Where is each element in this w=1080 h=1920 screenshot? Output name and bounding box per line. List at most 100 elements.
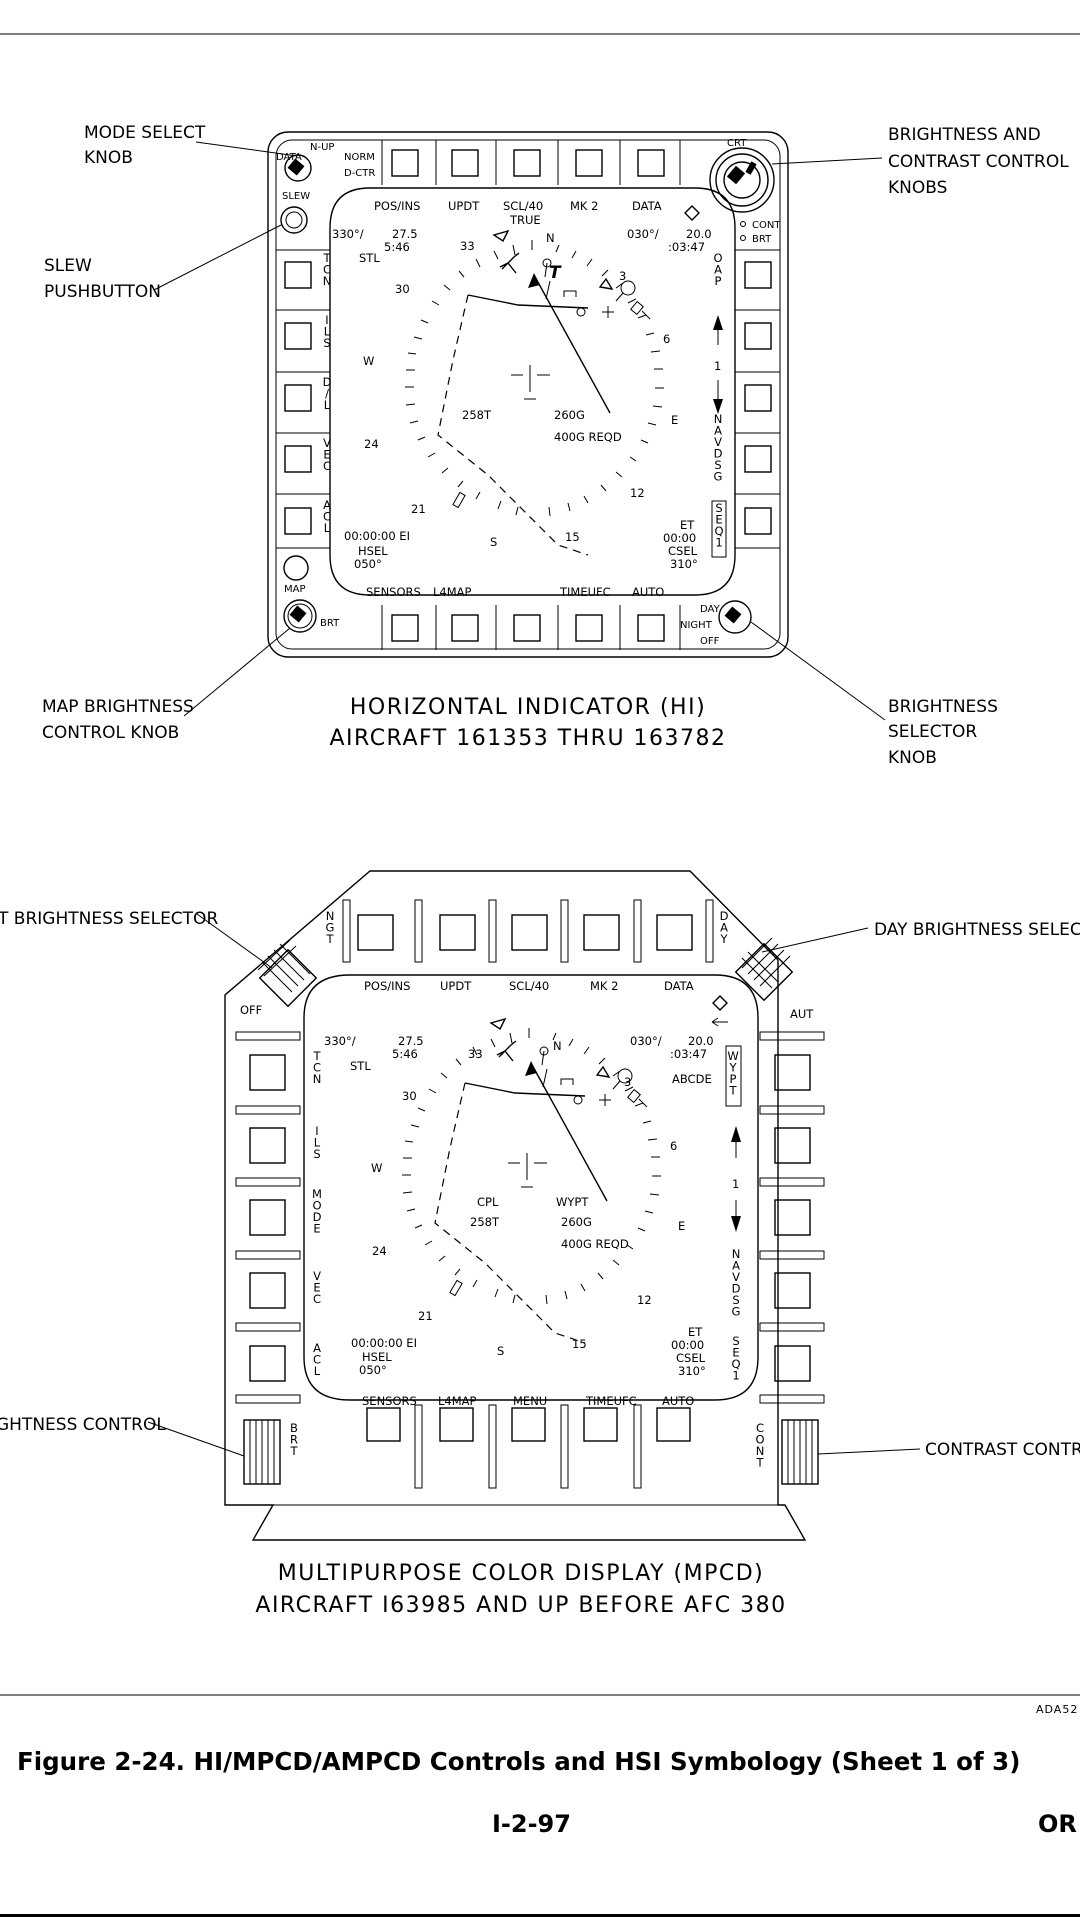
bottom-rule — [0, 1914, 1080, 1917]
mpcd-hsi-n: N — [553, 1039, 562, 1053]
hi-osb-1[interactable] — [391, 149, 419, 177]
mpcd-osb-l1[interactable] — [249, 1054, 286, 1091]
mpcd-osb-l2[interactable] — [249, 1127, 286, 1164]
hi-title-line2: AIRCRAFT 161353 THRU 163782 — [329, 726, 726, 751]
hi-hsi-time-left: 5:46 — [384, 240, 410, 254]
hi-hsi-heading: 258T — [462, 408, 492, 422]
hi-map-brightness-knob[interactable] — [283, 599, 317, 633]
mpcd-hsi-csel: CSEL — [676, 1351, 706, 1365]
mpcd-osb-5[interactable] — [656, 914, 693, 951]
hi-osb-l4[interactable] — [284, 445, 312, 473]
hi-hsi-6: 6 — [663, 332, 670, 346]
mpcd-hsi-brg-right: 030°/ — [630, 1034, 662, 1048]
hi-osb-r3[interactable] — [744, 384, 772, 412]
hi-osb-4[interactable] — [575, 149, 603, 177]
hi-callout-slew-2: PUSHBUTTON — [44, 282, 161, 302]
mpcd-osb-l5[interactable] — [249, 1345, 286, 1382]
hi-osb-19[interactable] — [575, 614, 603, 642]
mpcd-osb-r3[interactable] — [774, 1199, 811, 1236]
hi-osb-r5[interactable] — [744, 507, 772, 535]
hi-bezel-cont: CONT — [752, 220, 781, 231]
mpcd-contrast-control[interactable] — [781, 1419, 819, 1485]
hi-osb-17[interactable] — [451, 614, 479, 642]
mpcd-hsi-hsel: HSEL — [362, 1350, 392, 1364]
mpcd-brightness-control[interactable] — [243, 1419, 281, 1485]
hi-mode-select-knob[interactable] — [284, 154, 312, 182]
mpcd-osb-r1[interactable] — [774, 1054, 811, 1091]
hi-osb-l1[interactable] — [284, 261, 312, 289]
mpcd-callout-contrast-ctrl: CONTRAST CONTRO — [925, 1440, 1080, 1460]
mpcd-osb-4[interactable] — [583, 914, 620, 951]
mpcd-title-line2: AIRCRAFT I63985 AND UP BEFORE AFC 380 — [255, 1593, 786, 1618]
hi-slew-pushbutton[interactable] — [280, 206, 308, 234]
mpcd-osb-l3[interactable] — [249, 1199, 286, 1236]
hi-hsi-3: 3 — [619, 269, 626, 283]
mpcd-callout-night-sel: T BRIGHTNESS SELECTOR — [0, 909, 218, 929]
hi-hsi-21: 21 — [411, 502, 426, 516]
hi-callout-bright-sel-3: KNOB — [888, 748, 937, 768]
hi-callout-mode-select: MODE SELECT — [84, 123, 206, 143]
mpcd-osb-r5[interactable] — [774, 1345, 811, 1382]
hi-title-line1: HORIZONTAL INDICATOR (HI) — [350, 695, 706, 720]
mpcd-hsi-w: W — [371, 1161, 382, 1175]
hi-right-buttons — [735, 249, 780, 549]
mpcd-hsi-et: ET — [688, 1325, 703, 1339]
hi-osb-l3[interactable] — [284, 384, 312, 412]
hi-osb-r1[interactable] — [744, 261, 772, 289]
hi-bezel-map-brt: BRT — [320, 618, 340, 629]
hi-osb-l5[interactable] — [284, 507, 312, 535]
hi-hsi-elapsed: 00:00:00 EI — [344, 529, 410, 543]
mpcd-hsi-dist-left: 27.5 — [398, 1034, 424, 1048]
hi-osb-3[interactable] — [513, 149, 541, 177]
mpcd-osb-16[interactable] — [366, 1407, 401, 1442]
mpcd-hsi-15: 15 — [572, 1337, 587, 1351]
hi-hsi-33: 33 — [460, 239, 475, 253]
hi-osb-2[interactable] — [451, 149, 479, 177]
mpcd-osb-r2[interactable] — [774, 1127, 811, 1164]
mpcd-osb-1[interactable] — [357, 914, 394, 951]
mpcd-osb-19[interactable] — [583, 1407, 618, 1442]
mpcd-hsi-stl: STL — [350, 1059, 371, 1073]
hi-callout-bright-contrast: BRIGHTNESS AND — [888, 125, 1041, 145]
hi-osb-16[interactable] — [391, 614, 419, 642]
hi-osb-r2[interactable] — [744, 322, 772, 350]
hi-osb-l2[interactable] — [284, 322, 312, 350]
mpcd-screen — [303, 974, 759, 1401]
mpcd-hsi-e: E — [678, 1219, 685, 1233]
mpcd-opt-top-1: POS/INS — [364, 979, 410, 993]
mpcd-osb-2[interactable] — [439, 914, 476, 951]
hi-brightness-selector-knob[interactable] — [718, 600, 752, 634]
hi-hsi-e: E — [671, 413, 678, 427]
hi-osb-18[interactable] — [513, 614, 541, 642]
mpcd-osb-l4[interactable] — [249, 1272, 286, 1309]
hi-brightness-contrast-knobs[interactable] — [709, 147, 775, 213]
mpcd-osb-r4[interactable] — [774, 1272, 811, 1309]
hi-osb-r4[interactable] — [744, 445, 772, 473]
hi-hsi-csel-val: 310° — [670, 557, 698, 571]
hi-osb-5[interactable] — [637, 149, 665, 177]
mpcd-night-brightness-selector[interactable] — [257, 939, 318, 1008]
mpcd-osb-3[interactable] — [511, 914, 548, 951]
mpcd-callout-day-sel: DAY BRIGHTNESS SELECT — [874, 920, 1080, 940]
hi-osb-20[interactable] — [637, 614, 665, 642]
hi-hsi-csel: CSEL — [668, 544, 698, 558]
hi-hsi-30: 30 — [395, 282, 410, 296]
hi-bezel-night: NIGHT — [680, 620, 713, 631]
hi-hsi-t-marker: T — [549, 263, 562, 283]
mpcd-day-brightness-selector[interactable] — [734, 937, 794, 1002]
mpcd-osb-18[interactable] — [511, 1407, 546, 1442]
mpcd-osb-17[interactable] — [439, 1407, 474, 1442]
mpcd-hsi: 330°/ 27.5 5:46 STL 030°/ 20.0 :03:47 N … — [324, 1018, 714, 1378]
mpcd-osb-20[interactable] — [656, 1407, 691, 1442]
hi-hsi-dist-left: 27.5 — [392, 227, 418, 241]
hi-left-buttons — [276, 249, 330, 549]
